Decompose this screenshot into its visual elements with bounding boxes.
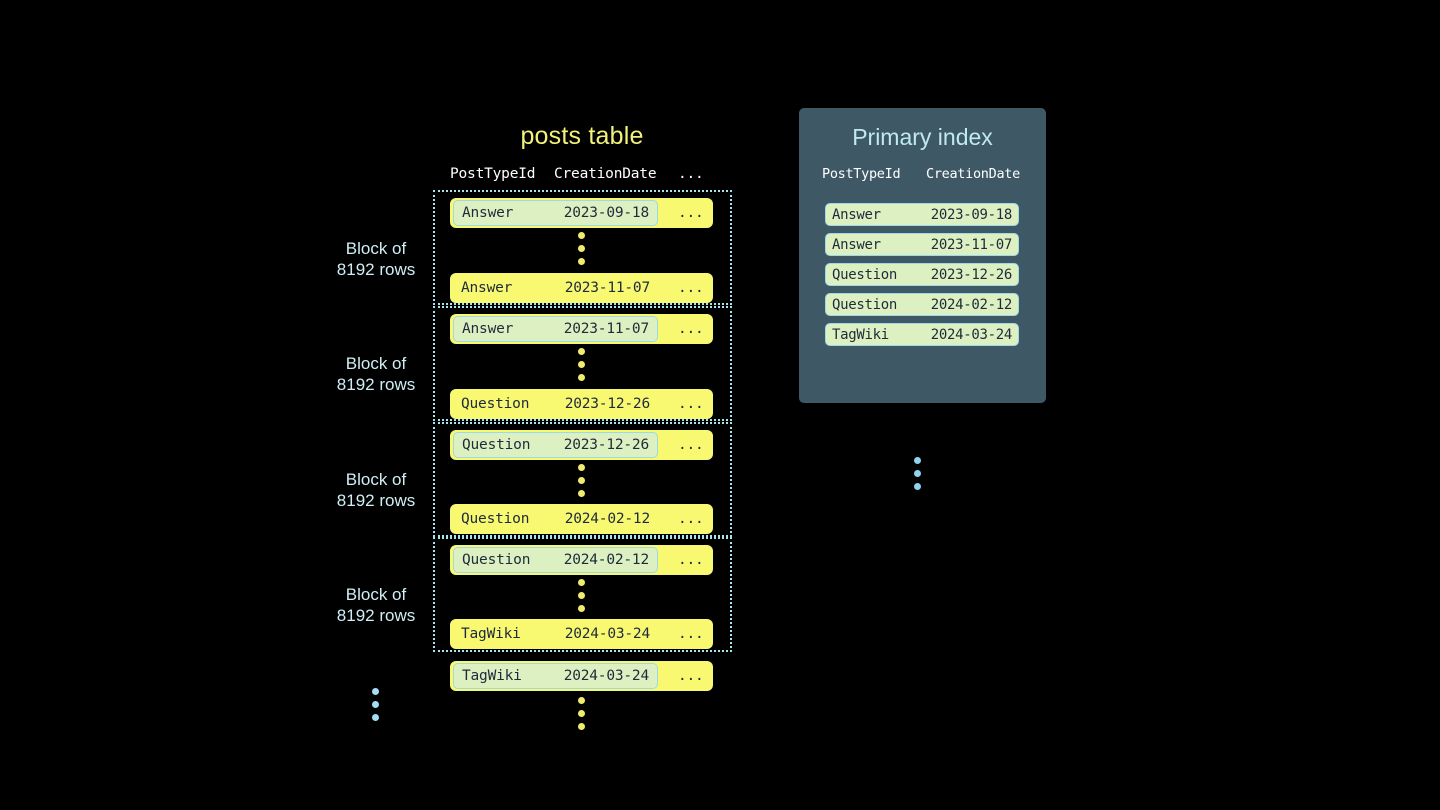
column-header-posttypeid: PostTypeId [822,166,901,182]
cell-more: ... [678,511,704,527]
cell-posttypeid: Question [461,396,530,412]
cell-more: ... [678,396,704,412]
block-1-label: Block of 8192 rows [296,238,456,280]
blocks-trailing-ellipsis-icon [372,688,379,721]
block-2-label-line1: Block of [345,354,407,373]
column-header-more: ... [678,166,704,182]
cell-creationdate: 2023-12-26 [563,437,650,453]
vertical-ellipsis-icon [578,232,585,265]
cell-posttypeid: TagWiki [461,626,521,642]
block-4-label: Block of 8192 rows [296,584,456,626]
posts-table-column-headers: PostTypeId CreationDate ... [450,166,713,186]
cell-posttypeid: Question [462,437,531,453]
cell-creationdate: 2023-11-07 [563,321,650,337]
table-row[interactable]: Answer 2023-09-18 ... [450,198,713,228]
primary-index-panel: Primary index PostTypeId CreationDate An… [799,108,1046,490]
cell-creationdate: 2024-03-24 [930,326,1013,343]
row-key-cells: TagWiki 2024-03-24 [453,621,658,647]
cell-more: ... [678,205,704,221]
table-row[interactable]: Question 2023-12-26 ... [450,389,713,419]
cell-creationdate: 2023-09-18 [563,205,650,221]
cell-more: ... [678,552,704,568]
block-3-label: Block of 8192 rows [296,469,456,511]
cell-posttypeid: Answer [462,321,514,337]
cell-posttypeid: TagWiki [462,668,522,684]
cell-creationdate: 2024-02-12 [563,552,650,568]
vertical-ellipsis-icon [578,348,585,381]
cell-creationdate: 2024-03-24 [564,626,651,642]
cell-creationdate: 2023-12-26 [564,396,651,412]
cell-more: ... [678,321,704,337]
cell-creationdate: 2024-02-12 [930,296,1013,313]
block-3-label-line2: 8192 rows [336,491,416,510]
block-2 [433,306,732,421]
cell-creationdate: 2024-03-24 [563,668,650,684]
block-3 [433,422,732,537]
row-key-cells: Answer 2023-11-07 [453,275,658,301]
cell-more: ... [678,668,704,684]
block-4-label-line2: 8192 rows [336,606,416,625]
cell-more: ... [678,626,704,642]
index-row[interactable]: Answer 2023-09-18 [825,203,1019,226]
row-key-cells: Answer 2023-09-18 [453,200,658,226]
cell-more: ... [678,437,704,453]
cell-posttypeid: Question [832,296,898,313]
cell-creationdate: 2023-11-07 [564,280,651,296]
vertical-ellipsis-icon [578,464,585,497]
cell-posttypeid: Question [462,552,531,568]
cell-posttypeid: Answer [461,280,513,296]
table-row[interactable]: Question 2024-02-12 ... [450,545,713,575]
cell-creationdate: 2023-11-07 [930,236,1013,253]
primary-index-title: Primary index [852,124,993,150]
table-row[interactable]: Answer 2023-11-07 ... [450,314,713,344]
column-header-posttypeid: PostTypeId [450,166,536,182]
posts-table-title: posts table [520,122,644,150]
cell-creationdate: 2023-09-18 [930,206,1013,223]
block-2-label: Block of 8192 rows [296,353,456,395]
column-header-creationdate: CreationDate [926,166,1020,182]
block-1 [433,190,732,305]
cell-more: ... [678,280,704,296]
cell-posttypeid: TagWiki [832,326,889,343]
block-1-label-line2: 8192 rows [336,260,416,279]
index-row[interactable]: Question 2024-02-12 [825,293,1019,316]
table-trailing-ellipsis-icon [578,697,585,730]
cell-creationdate: 2023-12-26 [930,266,1013,283]
row-key-cells: Question 2023-12-26 [453,391,658,417]
row-key-cells: Question 2024-02-12 [453,547,658,573]
cell-creationdate: 2024-02-12 [564,511,651,527]
block-4-label-line1: Block of [345,585,407,604]
vertical-ellipsis-icon [578,579,585,612]
cell-posttypeid: Question [832,266,898,283]
row-key-cells: Answer 2023-11-07 [453,316,658,342]
row-key-cells: Question 2023-12-26 [453,432,658,458]
block-4 [433,537,732,652]
cell-posttypeid: Answer [832,236,881,253]
index-row[interactable]: Answer 2023-11-07 [825,233,1019,256]
block-3-label-line1: Block of [345,470,407,489]
block-1-label-line1: Block of [345,239,407,258]
row-key-cells: TagWiki 2024-03-24 [453,663,658,689]
table-row[interactable]: Answer 2023-11-07 ... [450,273,713,303]
row-key-cells: Question 2024-02-12 [453,506,658,532]
primary-index-column-headers: PostTypeId CreationDate [822,166,1023,186]
index-row[interactable]: Question 2023-12-26 [825,263,1019,286]
table-row[interactable]: TagWiki 2024-03-24 ... [450,619,713,649]
index-ellipsis-icon [914,457,921,490]
block-2-label-line2: 8192 rows [336,375,416,394]
column-header-creationdate: CreationDate [554,166,657,182]
index-row[interactable]: TagWiki 2024-03-24 [825,323,1019,346]
cell-posttypeid: Answer [462,205,514,221]
table-row[interactable]: Question 2023-12-26 ... [450,430,713,460]
table-row[interactable]: Question 2024-02-12 ... [450,504,713,534]
cell-posttypeid: Answer [832,206,881,223]
table-row[interactable]: TagWiki 2024-03-24 ... [450,661,713,691]
cell-posttypeid: Question [461,511,530,527]
